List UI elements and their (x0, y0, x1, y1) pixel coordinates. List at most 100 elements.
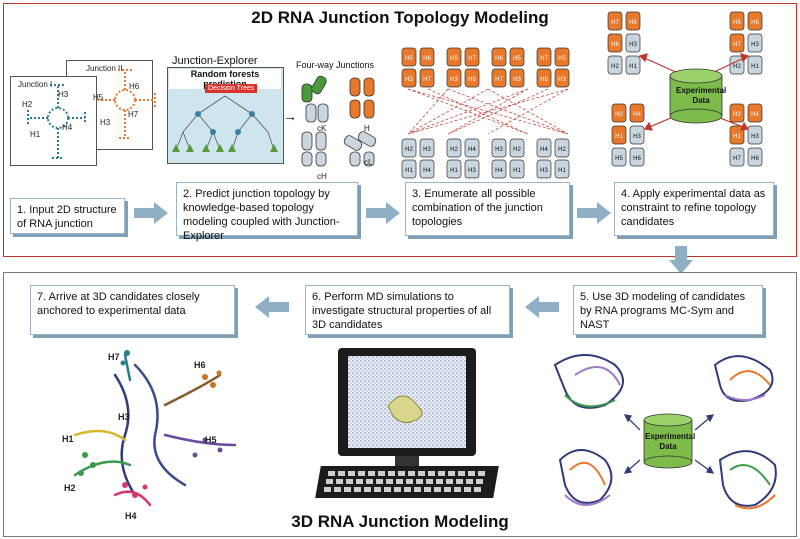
enum-top-cyl (446, 68, 462, 88)
keyboard-key (334, 487, 341, 492)
enum-top-cyl (464, 68, 480, 88)
family-h-label: H (364, 124, 370, 133)
enum-top-cyl (491, 68, 507, 88)
experimental-data-cylinder-3d (643, 413, 693, 469)
enum-bottom-cyl (554, 138, 570, 158)
j1-h3-label: H3 (58, 90, 69, 99)
keyboard-key (324, 487, 331, 492)
keyboard-key (388, 471, 395, 476)
h2-3d-label: H2 (64, 483, 76, 493)
experimental-data-label-bottom: Experimental Data (645, 432, 696, 451)
monitor-stand (395, 456, 419, 466)
enum-bottom-cyl (464, 138, 480, 158)
refine-cyl-label: H3 (633, 134, 641, 140)
keyboard-key (476, 479, 483, 484)
enum-top-cyl-label: H3 (405, 77, 413, 83)
arrow-6-7 (255, 296, 289, 318)
enum-top-cyl-label: H6 (540, 77, 548, 83)
keyboard-key (474, 487, 481, 492)
junction-1-label: Junction I (18, 80, 53, 89)
enum-bottom-cyl-label: H4 (468, 147, 476, 153)
keyboard-key (398, 471, 405, 476)
keyboard-key (338, 471, 345, 476)
refine-cyl (625, 33, 641, 53)
keyboard-key (466, 479, 473, 484)
refine-cyl-label: H2 (733, 112, 741, 118)
refine-cyl-label: H5 (733, 20, 741, 26)
keyboard-key (446, 479, 453, 484)
enum-bottom-cyl (446, 138, 462, 158)
keyboard-key (404, 487, 411, 492)
keyboard-key (394, 487, 401, 492)
enum-top-cyl-label: H5 (450, 56, 458, 62)
keyboard-key (478, 471, 485, 476)
refine-cyl-label: H6 (751, 156, 759, 162)
enum-top-cyl (554, 47, 570, 67)
arrow-5-6 (525, 296, 559, 318)
enum-bottom-cyl (401, 138, 417, 158)
step-6-text: 6. Perform MD simulations to investigate… (312, 291, 492, 331)
refine-cyl (747, 11, 763, 31)
refine-cyl-label: H2 (615, 112, 623, 118)
refine-cyl (729, 147, 745, 167)
enum-bottom-cyl-label: H3 (423, 147, 431, 153)
step-7-box: 7. Arrive at 3D candidates closely ancho… (30, 285, 235, 335)
je-title: Junction-Explorer (172, 55, 258, 67)
h1-3d-label: H1 (62, 434, 74, 444)
enum-top-cyl-label: H6 (495, 56, 503, 62)
arrow-4-5 (669, 246, 693, 274)
refine-cyl (611, 103, 627, 123)
experimental-data-label-top: Experimental Data (676, 86, 727, 105)
enum-top-cyl (419, 68, 435, 88)
refine-cyl (747, 103, 763, 123)
enum-bottom-cyl (419, 159, 435, 179)
enum-top-cyl (491, 47, 507, 67)
keyboard-key (348, 471, 355, 476)
top-title: 2D RNA Junction Topology Modeling (251, 8, 549, 27)
keyboard-key (328, 471, 335, 476)
experimental-data-cylinder (669, 68, 723, 124)
keyboard-key (456, 479, 463, 484)
step-2-text: 2. Predict junction topology by knowledg… (183, 188, 340, 242)
refine-cyl-label: H4 (751, 112, 759, 118)
h4-3d-label: H4 (125, 511, 137, 521)
enum-top-cyl (509, 68, 525, 88)
refine-cyl (747, 33, 763, 53)
enum-bottom-cyl-label: H3 (468, 168, 476, 174)
step-4-box: 4. Apply experimental data as constraint… (614, 182, 774, 236)
enum-bottom-cyl (446, 159, 462, 179)
refine-cyl-label: H3 (751, 134, 759, 140)
enum-bottom-cyl (509, 159, 525, 179)
j2-h6-label: H6 (129, 82, 140, 91)
keyboard-key (326, 479, 333, 484)
keyboard-key (358, 471, 365, 476)
keyboard-key (378, 471, 385, 476)
enum-bottom-cyl (491, 159, 507, 179)
enum-bottom-cyl-label: H1 (513, 168, 521, 174)
keyboard-key (368, 471, 375, 476)
enum-bottom-cyl-label: H3 (495, 147, 503, 153)
h3-3d-label: H3 (118, 412, 130, 422)
enum-bottom-cyl (401, 159, 417, 179)
enum-bottom-cyl-label: H2 (450, 147, 458, 153)
keyboard-key (414, 487, 421, 492)
refine-cyl (607, 33, 623, 53)
refine-cyl-label: H3 (629, 42, 637, 48)
keyboard-key (396, 479, 403, 484)
keyboard-key (374, 487, 381, 492)
refine-cyl-label: H6 (751, 20, 759, 26)
j2-h3-label: H3 (100, 118, 111, 127)
je-tree-badge: Decision Trees (205, 84, 258, 93)
keyboard-key (426, 479, 433, 484)
enum-top-cyl (536, 47, 552, 67)
arrow-3-4 (577, 202, 611, 224)
refine-cyl (607, 55, 623, 75)
enum-top-cyl (464, 47, 480, 67)
enum-top-cyl-label: H7 (540, 56, 548, 62)
keyboard-key (356, 479, 363, 484)
step-3-text: 3. Enumerate all possible combination of… (412, 188, 543, 228)
j2-h5-label: H5 (93, 93, 104, 102)
keyboard-key (444, 487, 451, 492)
enum-bottom-cyl (536, 159, 552, 179)
arrow-2-3 (366, 202, 400, 224)
